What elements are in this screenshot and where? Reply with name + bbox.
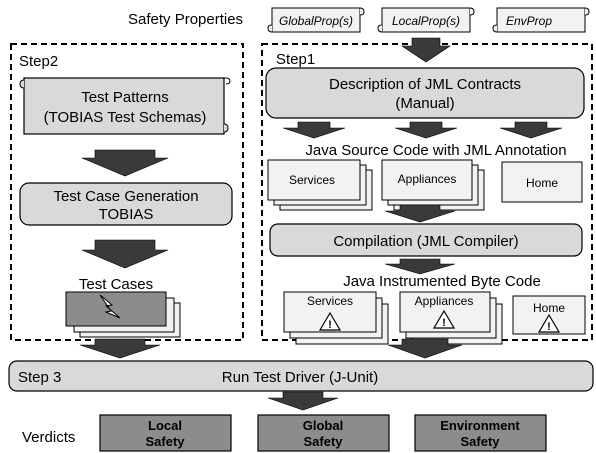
property-local-text: LocalProp(s) — [392, 14, 460, 28]
verdicts-label: Verdicts — [22, 429, 75, 446]
property-scroll-local: LocalProp(s) — [377, 7, 475, 33]
compilation-title: Compilation (JML Compiler) — [333, 233, 518, 250]
verdict-local-line1: Local — [148, 418, 182, 433]
arrow-from-properties — [401, 37, 451, 63]
appliances-byte-text: Appliances — [415, 294, 474, 308]
arrow-to-compilation — [384, 204, 456, 223]
test-case-generation-title: Test Case Generation — [53, 188, 198, 205]
property-global-text: GlobalProp(s) — [279, 14, 353, 28]
appliances-byte-docs — [399, 291, 503, 345]
compilation-box — [269, 223, 583, 257]
home-byte-doc — [512, 295, 586, 335]
safety-properties-label: Safety Properties — [128, 11, 243, 28]
arrow-to-services-source — [282, 121, 346, 139]
appliances-source-text: Appliances — [398, 172, 457, 186]
test-patterns-title: Test Patterns — [81, 89, 169, 106]
java-source-label: Java Source Code with JML Annotation — [305, 142, 566, 159]
jml-description-title: Description of JML Contracts — [329, 76, 521, 93]
home-source-text: Home — [526, 176, 558, 190]
arrow-to-home-source — [499, 121, 563, 139]
verdict-environment-line2: Safety — [460, 434, 500, 449]
verdict-global-line2: Safety — [303, 434, 343, 449]
step1-label: Step1 — [276, 51, 315, 68]
verdict-environment-safety — [414, 414, 547, 452]
arrow-to-test-cases — [81, 239, 169, 269]
bytecode-label: Java Instrumented Byte Code — [343, 273, 541, 290]
run-test-driver-bar — [8, 360, 594, 392]
lightning-icon — [99, 294, 121, 319]
test-patterns-scroll — [19, 77, 231, 135]
test-cases-label: Test Cases — [79, 276, 153, 293]
verdict-global-safety — [257, 414, 390, 452]
services-byte-text: Services — [307, 294, 353, 308]
verdict-global-line1: Global — [303, 418, 343, 433]
test-cases-stack — [65, 291, 181, 338]
step3-label: Step 3 — [18, 369, 61, 386]
verdict-local-line2: Safety — [145, 434, 185, 449]
property-scroll-global: GlobalProp(s) — [267, 7, 365, 33]
jml-description-subtitle: (Manual) — [395, 95, 454, 112]
property-scroll-env: EnvProp — [492, 7, 590, 33]
run-test-driver-title: Run Test Driver (J-Unit) — [222, 369, 378, 386]
services-byte-docs — [283, 291, 389, 345]
arrow-to-bytecode — [384, 258, 456, 275]
arrow-to-verdicts — [267, 391, 339, 411]
test-case-generation-subtitle: TOBIAS — [99, 206, 154, 223]
home-byte-text: Home — [533, 301, 565, 315]
test-patterns-subtitle: (TOBIAS Test Schemas) — [44, 109, 207, 126]
test-case-generation-box — [19, 182, 233, 226]
jml-description-box — [265, 67, 585, 119]
appliances-source-docs — [381, 159, 485, 211]
verdict-local-safety — [99, 414, 232, 452]
arrow-to-appliances-source — [394, 121, 458, 139]
arrow-step2-to-step3 — [79, 338, 161, 359]
home-source-doc — [501, 161, 583, 203]
services-source-text: Services — [289, 173, 335, 187]
arrow-to-generation — [81, 149, 169, 177]
services-source-docs — [267, 159, 373, 211]
property-env-text: EnvProp — [506, 14, 552, 28]
step2-label: Step2 — [19, 53, 58, 70]
verdict-environment-line1: Environment — [440, 418, 520, 433]
arrow-step1-to-step3 — [387, 338, 463, 359]
